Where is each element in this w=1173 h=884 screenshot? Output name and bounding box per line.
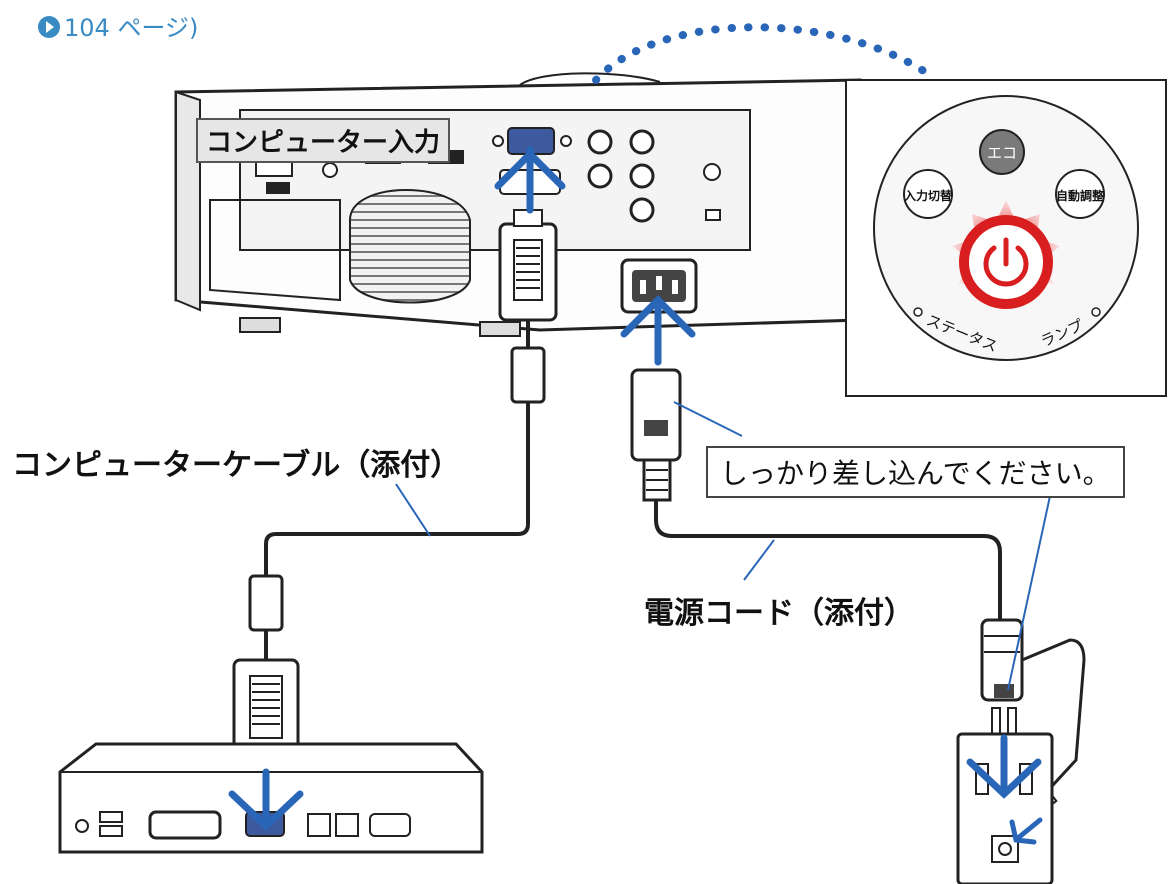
speaker-grill: [349, 189, 471, 304]
eco-button: [979, 129, 1025, 175]
power-cord: [630, 368, 1086, 819]
computer-cable-label: コンピューターケーブル（添付）: [12, 448, 461, 483]
input-switch-label: 入力切替: [904, 188, 953, 203]
insert-arrow-power-inlet: [620, 295, 696, 366]
plug-in-note: しっかり差し込んでください。: [706, 446, 1125, 498]
insert-arrow-wall-plug: [966, 734, 1042, 799]
power-icon: [983, 237, 1029, 287]
insert-arrow-laptop-vga: [228, 768, 304, 831]
laptop: [58, 742, 484, 854]
auto-adjust-button: [1055, 169, 1105, 219]
insert-arrow-ground: [1009, 817, 1043, 845]
page-reference-text: 104 ページ): [64, 14, 199, 42]
zoom-connector: [592, 23, 938, 84]
control-panel-zoom: エコ 入力切替 自動調整 ステータス ランプ: [845, 79, 1167, 397]
insert-arrow-projector-vga: [494, 146, 566, 214]
power-cord-label: 電源コード（添付）: [644, 596, 914, 631]
input-switch-button: [903, 169, 953, 219]
auto-adjust-label: 自動調整: [1056, 188, 1104, 203]
page-reference-icon: [38, 16, 60, 38]
computer-cable: [232, 209, 558, 770]
page-reference[interactable]: 104 ページ): [36, 8, 198, 43]
computer-input-label: コンピューター入力: [196, 118, 451, 163]
eco-label: エコ: [987, 144, 1017, 162]
